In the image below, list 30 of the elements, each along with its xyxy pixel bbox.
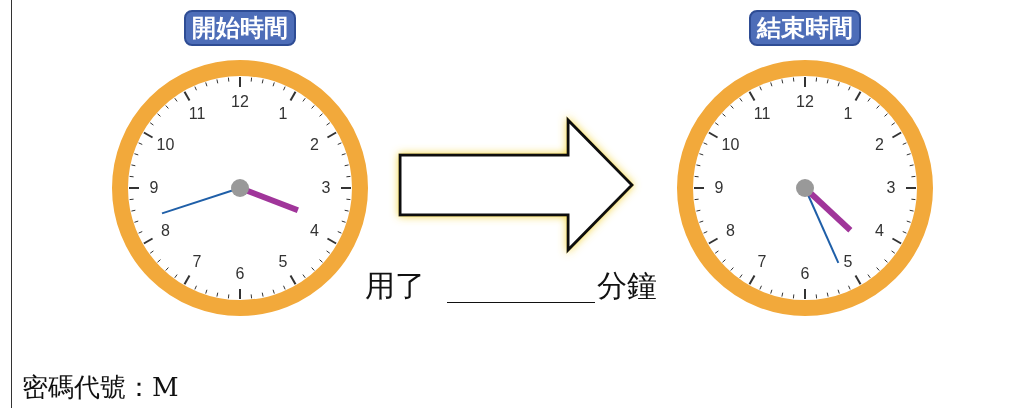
clock-numeral: 6 <box>235 266 245 282</box>
clock-numeral: 2 <box>310 137 319 153</box>
heading-badge: 結束時間 <box>749 10 861 46</box>
block-arrow <box>398 116 635 254</box>
clock-numeral: 11 <box>188 105 206 122</box>
clock-numeral: 5 <box>278 254 288 271</box>
clock-numeral: 1 <box>843 105 853 122</box>
clock-numeral: 7 <box>757 254 767 271</box>
clock-numeral: 6 <box>800 266 810 282</box>
clock-numeral: 3 <box>886 180 896 196</box>
clock-numeral: 8 <box>726 223 735 239</box>
heading-badge: 開始時間 <box>184 10 296 46</box>
clock-numeral: 10 <box>156 137 175 153</box>
clock-numeral: 10 <box>721 137 740 153</box>
clock-numeral: 4 <box>310 223 319 239</box>
clock-numeral: 1 <box>278 105 288 122</box>
clock-numeral: 5 <box>843 254 853 271</box>
clock-numeral: 2 <box>875 137 884 153</box>
clock-numeral: 3 <box>321 180 331 196</box>
clock-numeral: 12 <box>796 94 814 110</box>
clock-numeral: 4 <box>875 223 884 239</box>
clock-numeral: 11 <box>753 105 771 122</box>
clock-numeral: 8 <box>161 223 170 239</box>
clock-numeral: 9 <box>149 180 159 196</box>
question-text: 分鐘 <box>597 267 657 305</box>
clock-numeral: 7 <box>192 254 202 271</box>
question-text: 用了 <box>365 267 425 305</box>
clock-numeral: 12 <box>231 94 249 110</box>
question-text: 密碼代號：M <box>22 371 179 404</box>
clock-numeral: 9 <box>714 180 724 196</box>
